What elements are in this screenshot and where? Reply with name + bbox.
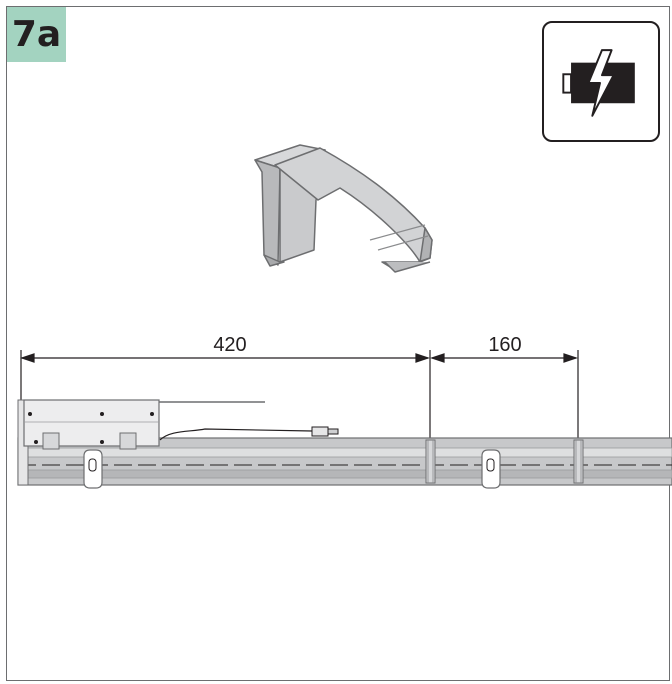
mounting-clip-icon (254, 144, 433, 273)
dimension-420-label: 420 (213, 334, 246, 356)
rail-clip-1 (425, 439, 436, 484)
slot-clamp-2 (481, 449, 501, 489)
step-label: 7a (11, 14, 62, 55)
rail-clip-2 (573, 439, 584, 484)
step-badge: 7a (7, 7, 66, 62)
diagram-frame (6, 6, 670, 681)
dimension-160-label: 160 (488, 334, 521, 356)
battery-charging-icon (562, 49, 635, 117)
slot-clamp-1 (83, 449, 103, 489)
battery-charging-box (542, 21, 660, 142)
control-unit (23, 399, 339, 450)
